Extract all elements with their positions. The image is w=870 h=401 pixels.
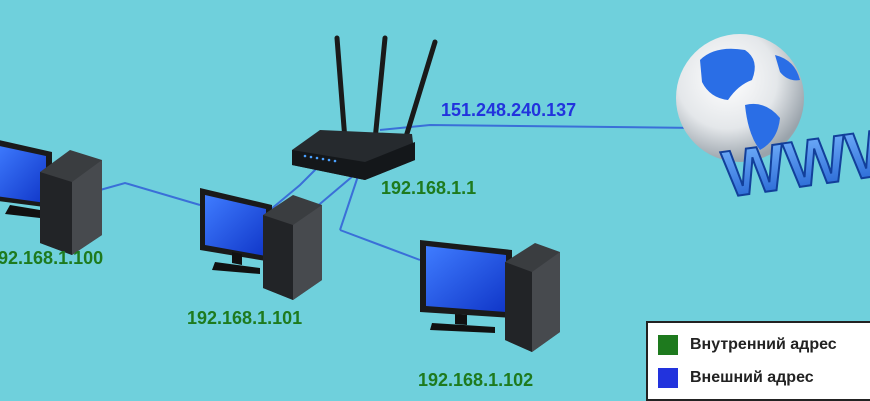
wan-ip-label: 151.248.240.137 [441,100,577,120]
legend-item-internal: Внутренний адрес [658,334,837,356]
globe-icon [676,34,804,162]
cable-pc100 [99,181,201,206]
legend-item-external: Внешний адрес [658,367,814,389]
pc-ip-label: 192.168.1.101 [187,308,303,328]
router-lan-ip-label: 192.168.1.1 [381,178,477,198]
pc-ip-label: 192.168.1.102 [418,370,534,390]
legend: Внутренний адрес Внешний адрес [646,321,870,401]
computer-icon [420,240,560,352]
computer-icon [200,188,322,300]
computer-icon [0,140,102,255]
cable-wan [379,123,701,131]
cable-router-down [339,169,361,231]
router-icon [292,35,438,180]
pc-ip-label: 192.168.1.100 [0,248,104,268]
legend-label: Внутренний адрес [690,336,837,353]
cable-pc102 [339,229,421,261]
legend-swatch [658,335,678,355]
legend-swatch [658,368,678,388]
cable-pc101 [269,164,321,211]
legend-label: Внешний адрес [690,369,814,386]
